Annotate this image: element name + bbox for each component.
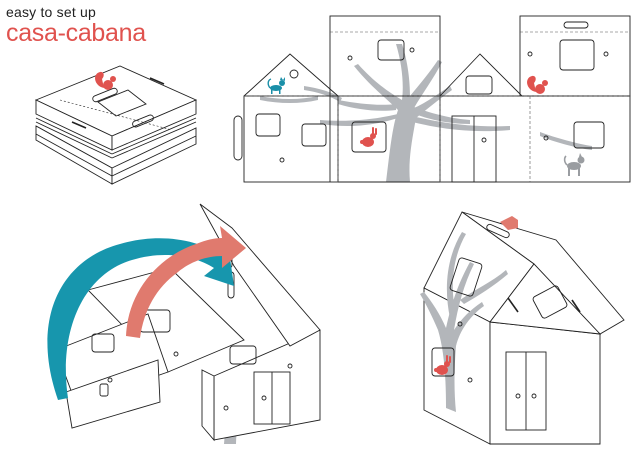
salmon-arrow bbox=[126, 226, 246, 338]
assembled-playhouse bbox=[420, 211, 625, 445]
folded-flat-pack bbox=[34, 65, 198, 185]
cat-icon bbox=[267, 77, 285, 94]
squirrel-icon bbox=[527, 75, 548, 94]
dog-icon bbox=[563, 153, 585, 176]
assembly-in-progress bbox=[47, 203, 321, 444]
brand-name: casa-cabana bbox=[6, 19, 146, 47]
squirrel-icon bbox=[500, 216, 518, 230]
rabbit-icon bbox=[360, 127, 377, 147]
unfolded-panels bbox=[233, 15, 631, 183]
teal-arrow bbox=[47, 238, 235, 400]
tagline: easy to set up bbox=[6, 4, 96, 20]
title-block: easy to set up casa-cabana bbox=[6, 4, 146, 46]
tree-illustration bbox=[304, 44, 510, 182]
